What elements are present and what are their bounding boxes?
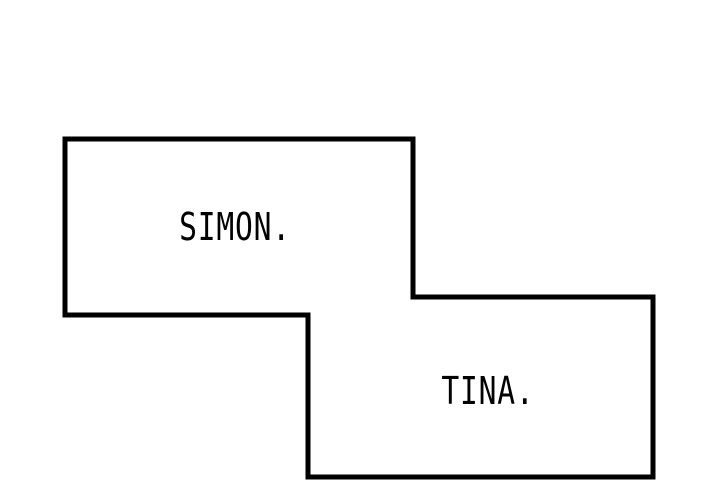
room-outline-polygon	[65, 139, 653, 477]
region-label-tina: TINA.	[441, 369, 535, 413]
region-label-simon: SIMON.	[179, 205, 291, 249]
